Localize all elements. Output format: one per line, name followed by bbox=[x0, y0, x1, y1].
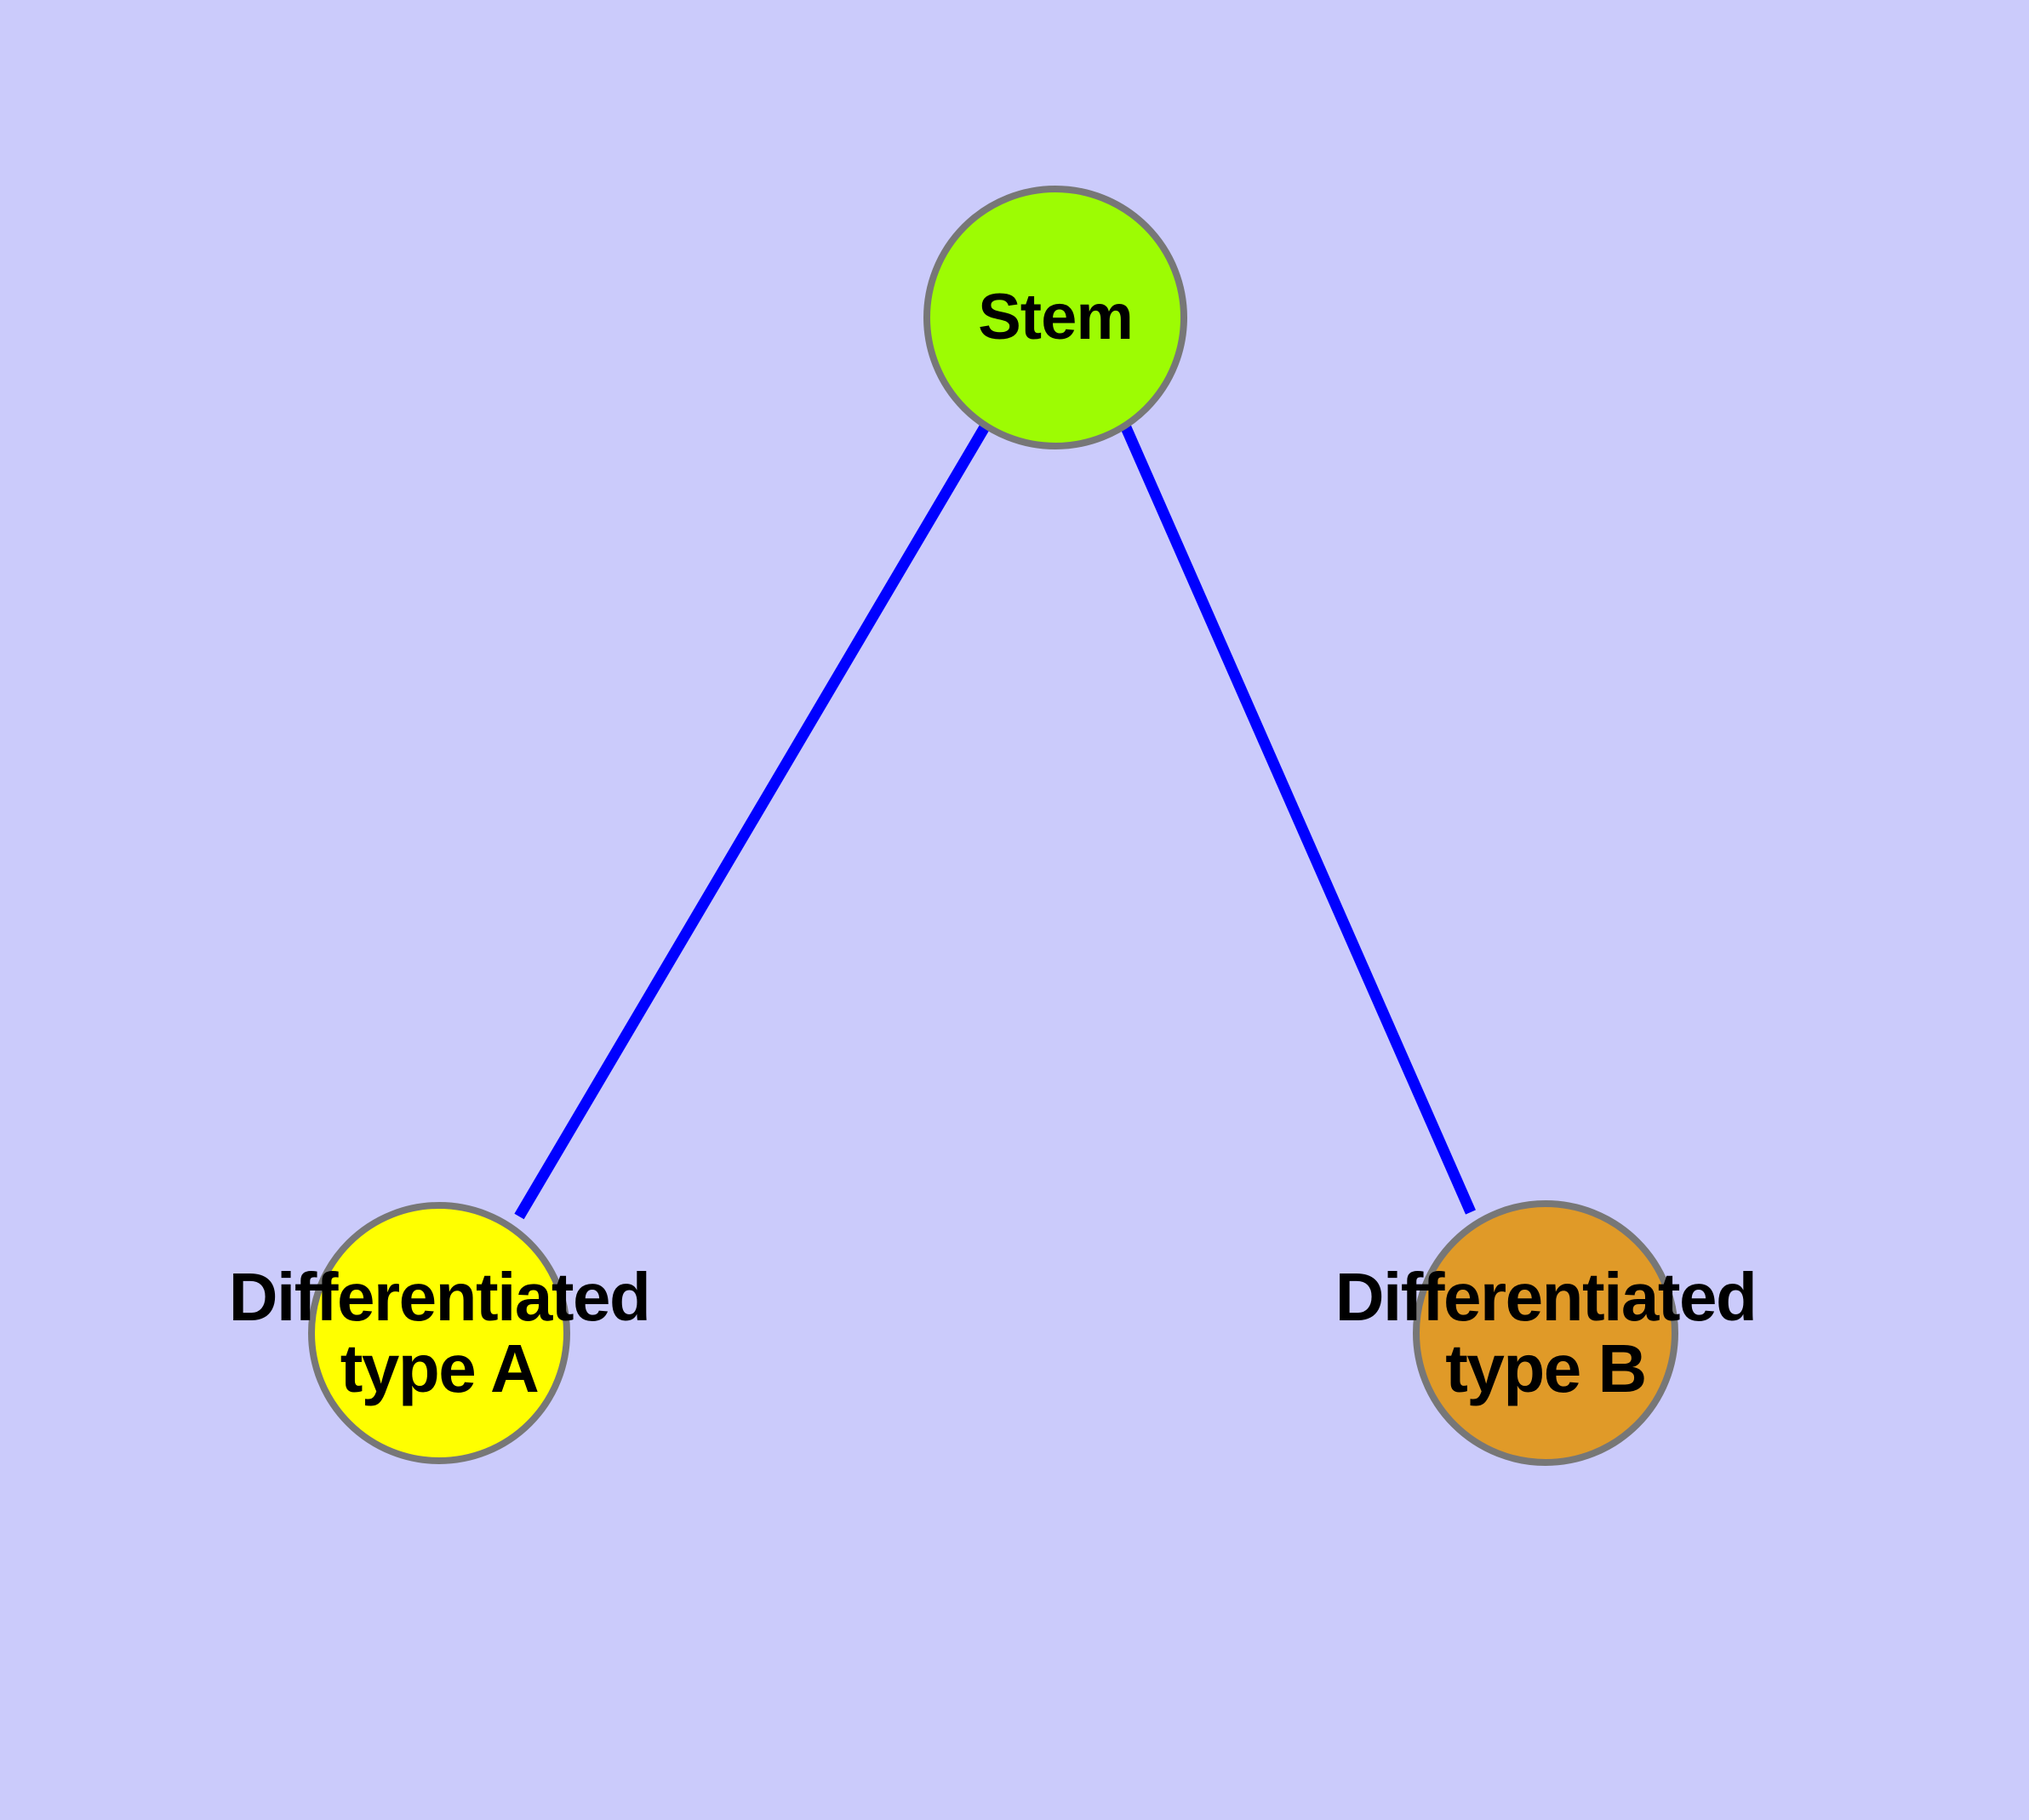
node-circle-differentiated-type-a[interactable] bbox=[308, 1202, 570, 1464]
edge-stem-to-differentiated-type-b bbox=[1120, 423, 1476, 1215]
node-circle-differentiated-type-b[interactable] bbox=[1413, 1200, 1678, 1466]
node-group bbox=[308, 186, 1678, 1466]
edge-stem-to-differentiated-type-a bbox=[514, 422, 991, 1220]
node-circle-stem[interactable] bbox=[923, 186, 1187, 449]
edge-group bbox=[514, 422, 1476, 1220]
